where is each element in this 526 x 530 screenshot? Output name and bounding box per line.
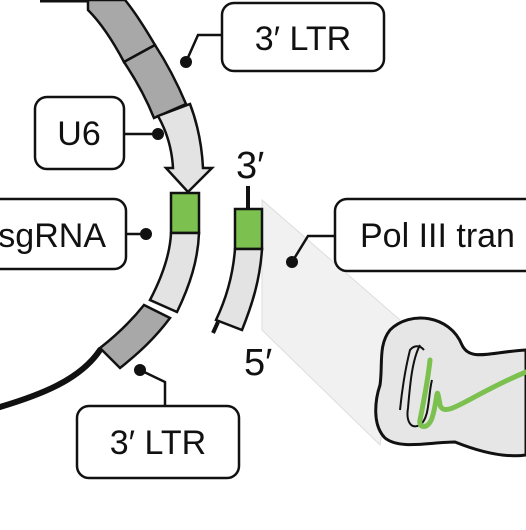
sgrna-label: sgRNA — [0, 217, 106, 255]
u6-leader-dot — [152, 128, 164, 140]
three-prime-label: 3′ — [236, 145, 264, 187]
ltr-bottom-label: 3′ LTR — [110, 424, 206, 462]
u6-promoter-arrow — [156, 102, 216, 194]
pol-iii-template-strand — [399, 345, 425, 411]
sgrna-leader-dot — [140, 228, 152, 240]
ltr-top-label: 3′ LTR — [255, 20, 351, 58]
pol-iii-channel — [406, 344, 433, 428]
transcript-body-segment — [214, 247, 264, 332]
transcript-5prime-tick — [211, 321, 220, 334]
pol-iii-enzyme — [374, 316, 526, 458]
ltr-top-box — [220, 1, 386, 73]
ltr-top-leader-dot — [180, 56, 192, 68]
pol-iii-nascent-rna — [417, 357, 526, 429]
sgrna-body-segment — [148, 231, 201, 314]
ltr-bottom-leader — [139, 368, 167, 406]
pol3-leader-dot — [286, 256, 298, 268]
ltr-bottom-box — [75, 404, 241, 480]
pol3-label: Pol III tran — [360, 217, 515, 255]
pol3-box — [333, 197, 526, 273]
u6-box — [33, 95, 126, 171]
sgrna-green-segment — [169, 191, 201, 235]
transcript-green-segment — [233, 207, 264, 251]
sgrna-box — [0, 197, 128, 271]
ltr-top-segment-2 — [122, 43, 188, 120]
ltr-bottom-segment — [98, 303, 172, 370]
plasmid-backbone — [0, 347, 103, 410]
ltr-bottom-leader-dot — [134, 364, 146, 376]
five-prime-label: 5′ — [244, 342, 272, 384]
u6-label: U6 — [57, 115, 100, 153]
ltr-top-leader — [184, 33, 222, 63]
pol3-leader — [290, 234, 335, 263]
